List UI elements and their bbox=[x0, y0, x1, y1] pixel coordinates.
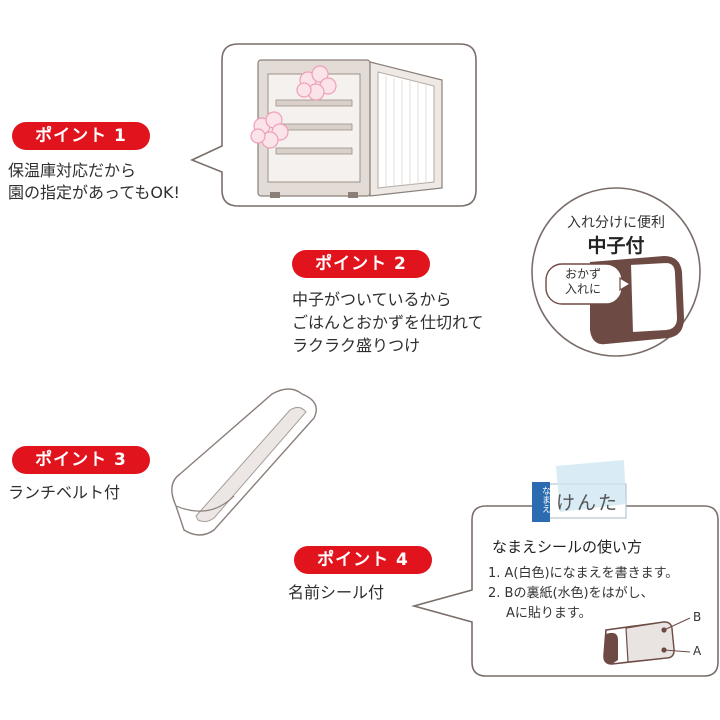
label-a: A bbox=[693, 644, 702, 658]
sticker-ab-diagram bbox=[603, 617, 691, 665]
sticker-step-1: 1. A(白色)になまえを書きます。 bbox=[488, 566, 679, 581]
inner-case-caption-small: 入れ分けに便利 bbox=[567, 215, 665, 231]
point1-text: 保温庫対応だから 園の指定があってもOK! bbox=[8, 160, 180, 204]
sticker-howto-title: なまえシールの使い方 bbox=[492, 538, 643, 556]
sample-name: けんた bbox=[556, 492, 620, 514]
point1-badge: ポイント 1 bbox=[12, 122, 150, 150]
inner-case-bubble-text: おかず 入れに bbox=[548, 267, 618, 297]
point4-text: 名前シール付 bbox=[288, 583, 385, 602]
point2-text: 中子がついているから ごはんとおかずを仕切れて ラクラク盛りつけ bbox=[292, 288, 484, 357]
point1-line1: 保温庫対応だから bbox=[8, 161, 137, 180]
point3-text: ランチベルト付 bbox=[8, 483, 121, 502]
inner-case-caption-large: 中子付 bbox=[587, 235, 645, 257]
inner-case-circle bbox=[531, 187, 701, 357]
point4-badge: ポイント 4 bbox=[294, 546, 432, 574]
sticker-step-2-cont: Aに貼ります。 bbox=[506, 606, 592, 621]
lunch-belt-illustration bbox=[171, 388, 317, 536]
point3-badge: ポイント 3 bbox=[12, 446, 150, 474]
point1-line2: 園の指定があってもOK! bbox=[8, 183, 180, 202]
warming-cabinet-illustration bbox=[250, 59, 443, 198]
bubble-line2: 入れに bbox=[564, 282, 601, 296]
point2-line3: ラクラク盛りつけ bbox=[292, 336, 421, 355]
sticker-step-2: 2. Bの裏紙(水色)をはがし、 bbox=[488, 586, 654, 601]
name-sticker-sample bbox=[532, 460, 627, 522]
point2-line2: ごはんとおかずを仕切れて bbox=[292, 313, 484, 332]
point2-badge: ポイント 2 bbox=[292, 250, 430, 278]
name-tag-vertical: なまえ bbox=[540, 486, 550, 513]
point2-line1: 中子がついているから bbox=[292, 290, 452, 309]
sticker-howto-steps: 1. A(白色)になまえを書きます。 2. Bの裏紙(水色)をはがし、 Aに貼り… bbox=[488, 564, 678, 624]
label-b: B bbox=[693, 610, 702, 624]
bubble-line1: おかず bbox=[564, 267, 601, 281]
